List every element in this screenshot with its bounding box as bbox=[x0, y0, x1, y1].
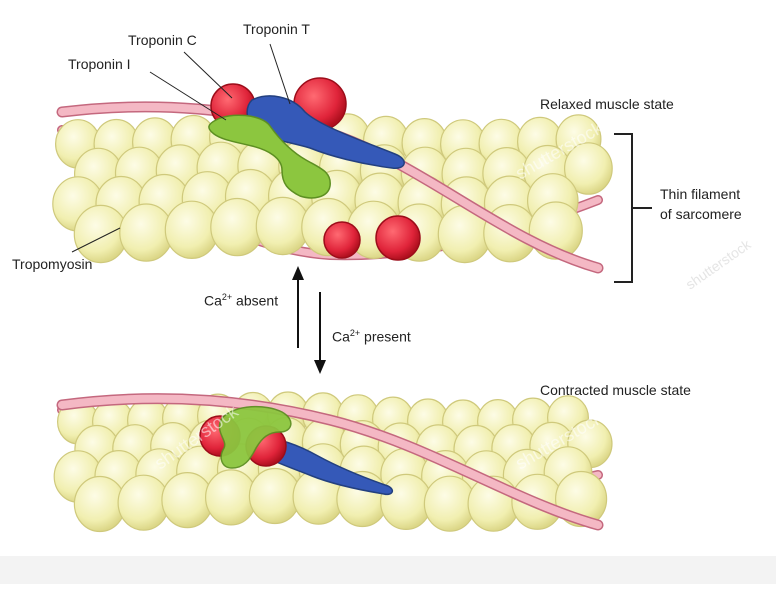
troponin-t-label: Troponin T bbox=[243, 21, 310, 37]
troponin-c-pointer bbox=[183, 51, 233, 99]
troponin-c-lower-blob bbox=[323, 221, 361, 259]
thin-filament-label-line1: Thin filament bbox=[660, 186, 741, 202]
troponin-i-contracted bbox=[218, 405, 292, 469]
relaxed-state-label: Relaxed muscle state bbox=[540, 96, 674, 112]
ca-present-base: Ca bbox=[332, 328, 350, 345]
bottom-bar bbox=[0, 556, 776, 584]
ca-present-suffix: present bbox=[360, 328, 411, 345]
troponin-i-pointer bbox=[149, 71, 227, 121]
thin-filament-bracket bbox=[614, 133, 652, 283]
tropomyosin-label: Tropomyosin bbox=[12, 256, 93, 272]
troponin-c-lower-blob bbox=[375, 215, 421, 261]
ca-absent-suffix: absent bbox=[232, 292, 279, 309]
thin-filament-label-line2: of sarcomere bbox=[660, 206, 742, 222]
ca-present-label: Ca2+ present bbox=[332, 328, 411, 345]
ca-absent-label: Ca2+ absent bbox=[204, 292, 278, 309]
ca-absent-arrow bbox=[292, 266, 304, 348]
ca-absent-base: Ca bbox=[204, 292, 222, 309]
troponin-i-relaxed bbox=[208, 114, 331, 199]
ca-present-arrow bbox=[314, 292, 326, 374]
ca-present-sup: 2+ bbox=[349, 328, 361, 338]
contracted-state-label: Contracted muscle state bbox=[540, 382, 691, 398]
actin-bead bbox=[564, 142, 613, 195]
ca-absent-sup: 2+ bbox=[221, 292, 233, 302]
troponin-t-pointer bbox=[269, 43, 291, 105]
troponin-c-label: Troponin C bbox=[128, 32, 197, 48]
tropomyosin-pointer bbox=[71, 227, 121, 253]
troponin-i-label: Troponin I bbox=[68, 56, 131, 72]
watermark-text: shutterstock bbox=[683, 235, 755, 292]
